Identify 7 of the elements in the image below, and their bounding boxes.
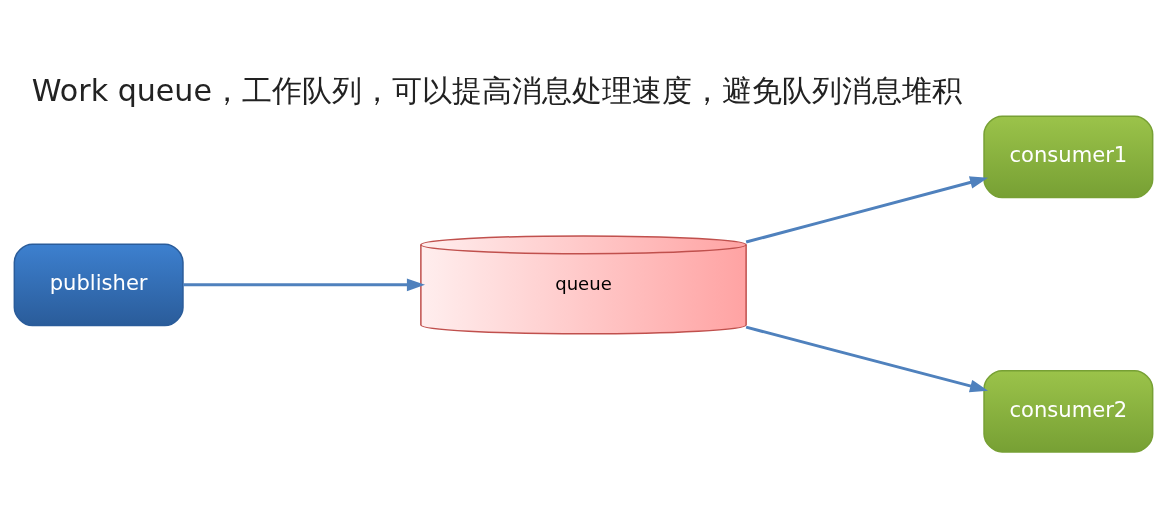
node-box: consumer1 — [983, 115, 1154, 199]
node-box: publisher — [13, 243, 184, 327]
arrow — [745, 176, 989, 244]
diagram-title: Work queue，工作队列，可以提高消息处理速度，避免队列消息堆积 — [31, 73, 962, 109]
arrow — [183, 278, 425, 292]
arrow — [745, 325, 989, 393]
node-box: consumer2 — [983, 369, 1154, 453]
